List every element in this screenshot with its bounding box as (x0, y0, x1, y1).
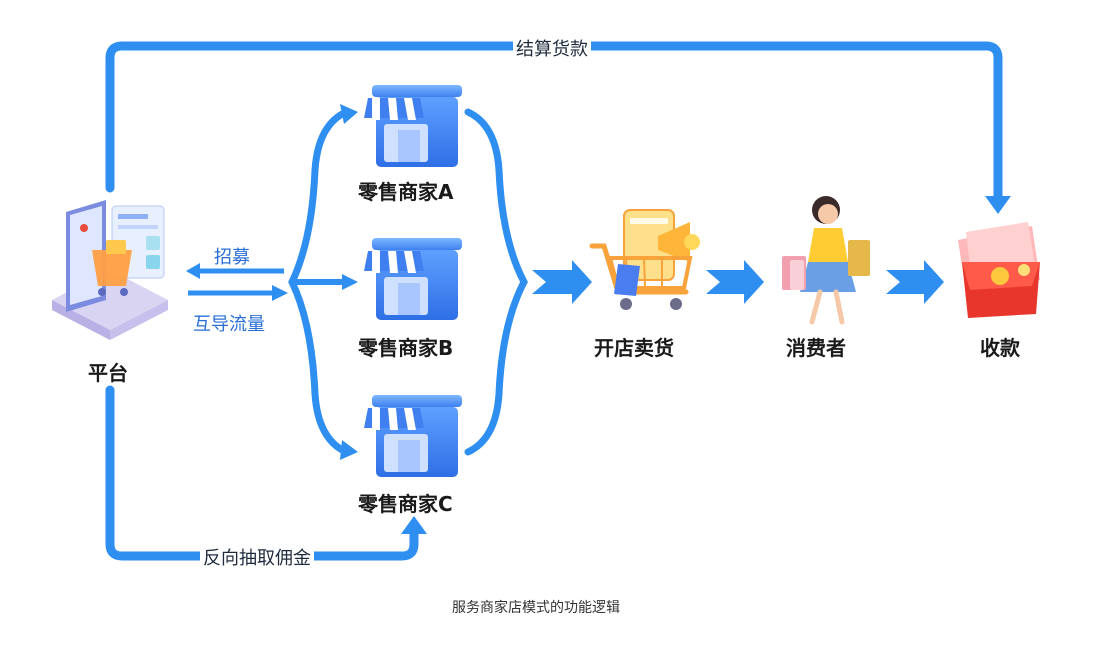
settle-flow-line (105, 41, 1003, 205)
platform-illustration (52, 200, 168, 340)
recruit-label: 招募 (214, 247, 250, 268)
settle-arrowhead (985, 196, 1011, 214)
diagram-caption: 服务商家店模式的功能逻辑 (452, 600, 620, 616)
commission-label: 反向抽取佣金 (200, 544, 314, 570)
merchant-c-label: 零售商家C (358, 492, 453, 516)
flow-arrow-2 (706, 260, 764, 304)
left-brace (288, 108, 350, 456)
consumer-icon (782, 196, 870, 325)
merchant-b-label: 零售商家B (358, 336, 454, 360)
store-icon-c (364, 395, 462, 477)
commission-arrowhead (401, 516, 427, 534)
store-icon-b (364, 238, 462, 320)
brace-arrow-c (340, 440, 358, 460)
store-icon-a (364, 85, 462, 167)
traffic-arrowhead (272, 285, 288, 301)
open-store-label: 开店卖货 (594, 336, 674, 360)
flow-arrow-3 (886, 260, 944, 304)
recruit-arrowhead (186, 263, 200, 279)
flow-arrow-1 (532, 260, 592, 304)
consumer-label: 消费者 (786, 336, 846, 360)
brace-arrow-a (340, 104, 358, 124)
receive-label: 收款 (980, 336, 1020, 360)
platform-label: 平台 (88, 361, 128, 385)
shopping-cart-icon (589, 209, 700, 310)
brace-arrow-b (342, 274, 358, 290)
settle-label: 结算货款 (513, 35, 591, 61)
merchant-a-label: 零售商家A (358, 180, 454, 204)
money-wallet-icon (958, 222, 1040, 318)
right-brace (464, 108, 528, 456)
traffic-label: 互导流量 (193, 314, 265, 335)
